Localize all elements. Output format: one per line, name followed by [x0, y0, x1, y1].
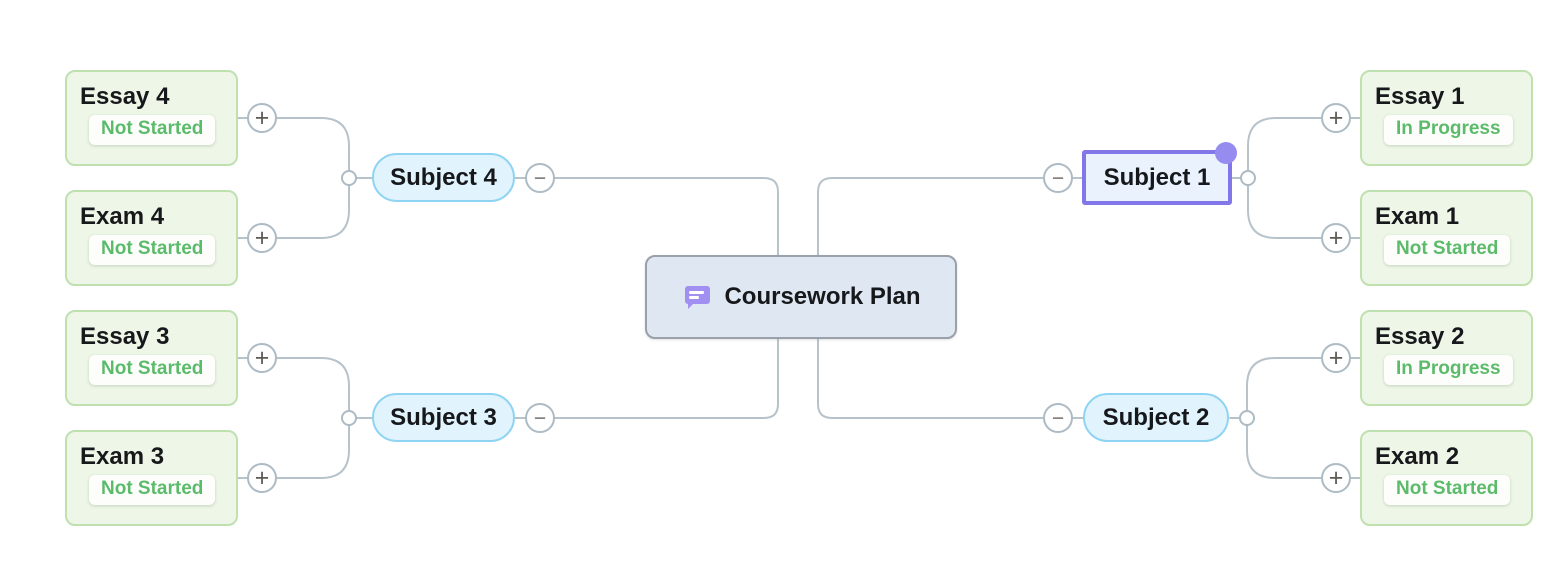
topic-essay-2[interactable]: Essay 2 In Progress [1360, 310, 1533, 406]
topic-subject-3-label: Subject 3 [390, 403, 497, 431]
branch-port-subject-2 [1239, 410, 1255, 426]
status-badge: Not Started [89, 234, 216, 265]
topic-label: Exam 1 [1375, 203, 1460, 230]
status-badge: Not Started [89, 354, 216, 385]
expand-button-essay-4[interactable]: + [247, 103, 277, 133]
topic-subject-2[interactable]: Subject 2 [1083, 393, 1229, 442]
collapse-button-subject-4[interactable]: − [525, 163, 555, 193]
topic-label: Essay 4 [80, 83, 170, 110]
root-topic[interactable]: Coursework Plan [645, 255, 957, 339]
collapse-button-subject-1[interactable]: − [1043, 163, 1073, 193]
expand-button-essay-3[interactable]: + [247, 343, 277, 373]
root-topic-label: Coursework Plan [724, 283, 921, 310]
status-badge: In Progress [1384, 354, 1513, 385]
topic-label: Essay 3 [80, 323, 170, 350]
topic-subject-1-label: Subject 1 [1103, 163, 1211, 191]
topic-subject-3[interactable]: Subject 3 [372, 393, 515, 442]
expand-button-essay-2[interactable]: + [1321, 343, 1351, 373]
status-badge: Not Started [1384, 474, 1511, 505]
selection-handle[interactable] [1215, 142, 1237, 164]
topic-label: Essay 1 [1375, 83, 1465, 110]
expand-button-essay-1[interactable]: + [1321, 103, 1351, 133]
topic-label: Exam 3 [80, 443, 165, 470]
topic-subject-4-label: Subject 4 [390, 163, 497, 191]
branch-port-subject-3 [341, 410, 357, 426]
topic-essay-4[interactable]: Essay 4 Not Started [65, 70, 238, 166]
status-badge: In Progress [1384, 114, 1513, 145]
expand-button-exam-1[interactable]: + [1321, 223, 1351, 253]
topic-subject-2-label: Subject 2 [1102, 403, 1210, 431]
branch-port-subject-1 [1240, 170, 1256, 186]
topic-subject-4[interactable]: Subject 4 [372, 153, 515, 202]
topic-label: Essay 2 [1375, 323, 1465, 350]
branch-port-subject-4 [341, 170, 357, 186]
expand-button-exam-2[interactable]: + [1321, 463, 1351, 493]
status-badge: Not Started [1384, 234, 1511, 265]
topic-exam-2[interactable]: Exam 2 Not Started [1360, 430, 1533, 526]
topic-essay-3[interactable]: Essay 3 Not Started [65, 310, 238, 406]
expand-button-exam-4[interactable]: + [247, 223, 277, 253]
topic-label: Exam 4 [80, 203, 165, 230]
topic-label: Exam 2 [1375, 443, 1460, 470]
status-badge: Not Started [89, 114, 216, 145]
collapse-button-subject-3[interactable]: − [525, 403, 555, 433]
topic-exam-4[interactable]: Exam 4 Not Started [65, 190, 238, 286]
comment-icon [681, 282, 711, 312]
topic-exam-1[interactable]: Exam 1 Not Started [1360, 190, 1533, 286]
topic-essay-1[interactable]: Essay 1 In Progress [1360, 70, 1533, 166]
collapse-button-subject-2[interactable]: − [1043, 403, 1073, 433]
topic-subject-1[interactable]: Subject 1 [1082, 150, 1232, 205]
topic-exam-3[interactable]: Exam 3 Not Started [65, 430, 238, 526]
expand-button-exam-3[interactable]: + [247, 463, 277, 493]
status-badge: Not Started [89, 474, 216, 505]
